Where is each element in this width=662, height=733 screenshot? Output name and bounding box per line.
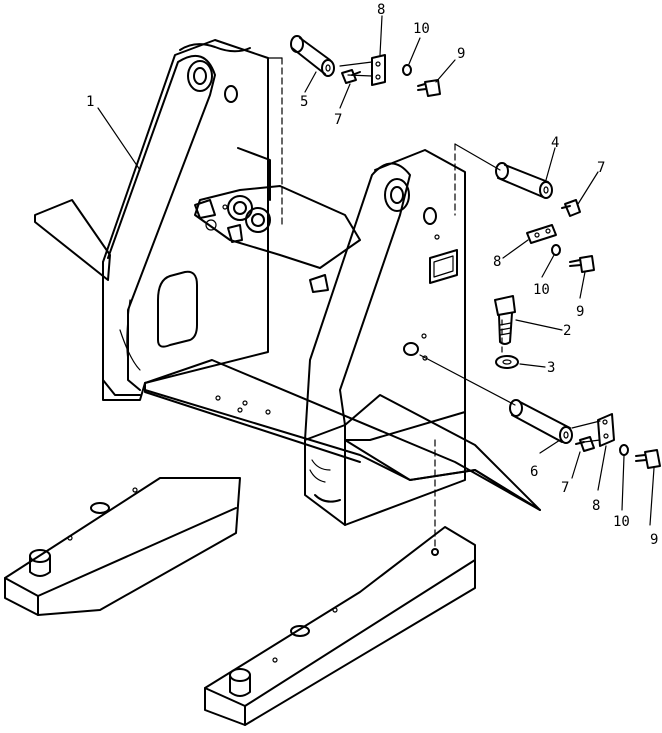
callout-4: 4 (551, 135, 559, 151)
skid-right (204, 526, 476, 726)
hinge-block (194, 147, 361, 293)
callout-8-right: 8 (493, 254, 501, 270)
skid-left (4, 477, 241, 616)
callout-6: 6 (530, 464, 538, 480)
callout-9-right: 9 (576, 304, 584, 320)
callout-9-bottom: 9 (650, 532, 658, 548)
callout-5: 5 (300, 94, 308, 110)
rear-frame (102, 39, 269, 401)
left-tine (34, 199, 111, 281)
right-tine (344, 394, 541, 511)
upper-pin-assembly (267, 35, 441, 226)
callout-8-top: 8 (377, 2, 385, 18)
callout-1: 1 (86, 94, 94, 110)
right-pin-assembly (454, 143, 595, 273)
leader-lines (97, 15, 655, 526)
lower-pin-assembly (419, 354, 661, 469)
callout-8-bottom: 8 (592, 498, 600, 514)
callout-10-right: 10 (533, 282, 550, 298)
callout-9-top: 9 (457, 46, 465, 62)
callout-3: 3 (547, 360, 555, 376)
callout-10-top: 10 (413, 21, 430, 37)
callout-10-bottom: 10 (613, 514, 630, 530)
callout-7-bottom: 7 (561, 480, 569, 496)
callout-2: 2 (563, 323, 571, 339)
callout-7-top: 7 (334, 112, 342, 128)
front-frame (304, 149, 466, 526)
callout-7-right: 7 (597, 160, 605, 176)
bolt-washer (494, 295, 519, 369)
callout-labels: 1 2 3 4 5 6 7 7 7 8 8 8 9 9 9 10 10 10 (86, 2, 658, 548)
